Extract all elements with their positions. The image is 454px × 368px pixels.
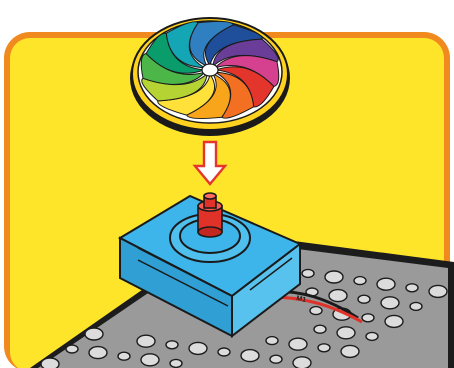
disc-segment [214, 71, 255, 119]
grid-hole [217, 347, 231, 357]
grid-hole [409, 301, 423, 312]
color-spiral-disc [130, 17, 290, 136]
grid-hole [88, 345, 108, 360]
motor-housing [117, 194, 302, 339]
grid-hole [240, 348, 260, 363]
disc-segment [205, 24, 263, 67]
grid-hole [376, 277, 396, 291]
grid-hole [428, 284, 448, 299]
grid-hole [117, 351, 131, 361]
grid-hole [353, 275, 367, 286]
disc-segment [157, 73, 215, 116]
grid-hole [292, 356, 312, 368]
grid-hole [301, 268, 315, 279]
grid-hole [405, 283, 419, 293]
disc-segment [186, 72, 231, 120]
grid-hole [40, 357, 60, 368]
grid-hole [340, 344, 360, 359]
grid-hole [336, 326, 356, 340]
grid-hole [317, 343, 331, 353]
grid-hole [313, 324, 327, 334]
grid-hole [380, 296, 400, 310]
grid-hole [365, 331, 379, 342]
grid-hole [361, 313, 375, 323]
grid-hole [165, 340, 179, 350]
grid-hole [140, 353, 160, 367]
down-arrow-icon [192, 140, 228, 186]
motor-polarity-label: M1 [296, 295, 307, 304]
disc-segment [189, 20, 234, 68]
grid-hole [84, 327, 104, 341]
grid-hole [169, 358, 183, 368]
motor-shaft [197, 192, 223, 238]
grid-hole [324, 270, 344, 284]
grid-hole [384, 314, 404, 329]
disc-segment [213, 55, 280, 88]
grid-hole [288, 337, 308, 351]
grid-hole [265, 335, 279, 346]
grid-hole [357, 294, 371, 304]
grid-hole [65, 344, 79, 354]
grid-hole [269, 354, 283, 364]
grid-hole [309, 305, 323, 316]
grid-hole [188, 341, 208, 356]
disc-segment [165, 21, 206, 69]
grid-hole [136, 334, 156, 348]
grid-hole [328, 288, 348, 303]
